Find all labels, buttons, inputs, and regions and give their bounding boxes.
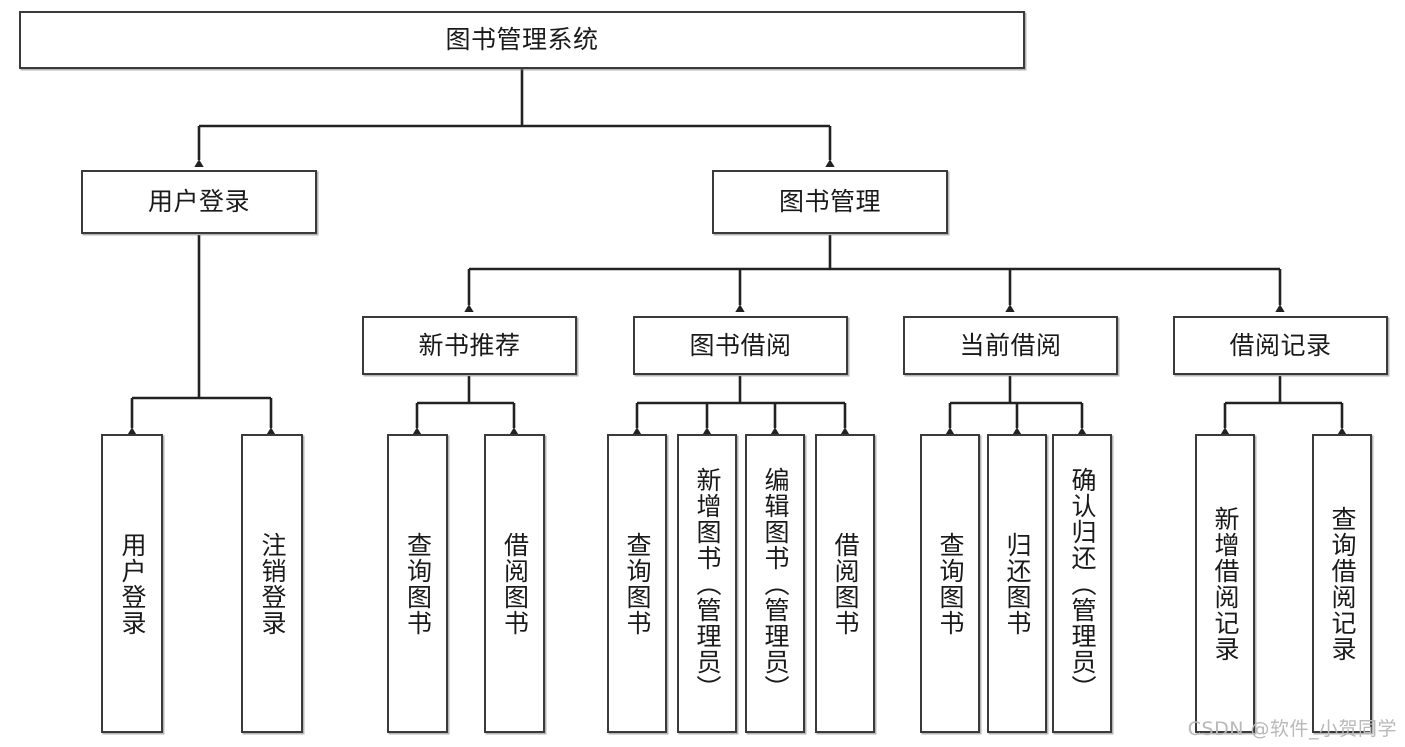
node-label: 查询图书 — [403, 531, 433, 636]
node-current-borrow[interactable]: 当前借阅 — [903, 316, 1118, 375]
leaf-query-book-borrow[interactable]: 查询图书 — [607, 434, 667, 733]
node-book-borrow[interactable]: 图书借阅 — [633, 316, 848, 375]
node-root-book-management-system[interactable]: 图书管理系统 — [19, 11, 1025, 69]
node-label: 当前借阅 — [959, 330, 1062, 360]
leaf-add-borrow-record[interactable]: 新增借阅记录 — [1195, 434, 1255, 733]
leaf-logout-login[interactable]: 注销登录 — [241, 434, 303, 733]
node-new-book-recommend[interactable]: 新书推荐 — [362, 316, 577, 375]
leaf-return-book[interactable]: 归还图书 — [987, 434, 1047, 733]
node-label: 图书管理 — [778, 187, 881, 217]
leaf-borrow-book-new-recommend[interactable]: 借阅图书 — [484, 434, 545, 733]
leaf-confirm-return-admin[interactable]: 确认归还（管理员） — [1052, 434, 1112, 733]
node-label: 图书管理系统 — [445, 25, 599, 55]
leaf-query-book-current[interactable]: 查询图书 — [920, 434, 980, 733]
node-book-manage[interactable]: 图书管理 — [712, 170, 948, 234]
node-label: 查询图书 — [936, 531, 965, 636]
edges-userlogin-to-leaves — [127, 235, 276, 436]
leaf-edit-book-admin[interactable]: 编辑图书（管理员） — [745, 434, 805, 733]
node-label: 编辑图书（管理员） — [761, 466, 790, 701]
edges-newbook-to-leaves — [412, 376, 519, 436]
node-label: 借阅记录 — [1229, 330, 1332, 360]
node-label: 新书推荐 — [418, 330, 521, 360]
node-label: 借阅图书 — [500, 531, 530, 636]
node-label: 用户登录 — [147, 187, 250, 217]
edges-bookborrow-to-leaves — [632, 376, 850, 436]
edges-borrowrecord-to-leaves — [1220, 376, 1347, 436]
edges-currentborrow-to-leaves — [945, 376, 1087, 436]
node-label: 新增图书（管理员） — [693, 466, 722, 701]
node-user-login[interactable]: 用户登录 — [81, 170, 317, 234]
edges-bookmanage-to-level3 — [464, 235, 1285, 313]
node-label: 查询图书 — [623, 531, 652, 636]
leaf-add-book-admin[interactable]: 新增图书（管理员） — [677, 434, 737, 733]
node-borrow-record[interactable]: 借阅记录 — [1173, 316, 1388, 375]
edges-root-to-level2 — [194, 69, 835, 168]
leaf-query-book-new-recommend[interactable]: 查询图书 — [387, 434, 448, 733]
node-label: 确认归还（管理员） — [1068, 466, 1097, 701]
leaf-user-login[interactable]: 用户登录 — [101, 434, 163, 733]
node-label: 用户登录 — [118, 531, 147, 636]
leaf-query-borrow-record[interactable]: 查询借阅记录 — [1312, 434, 1372, 733]
leaf-borrow-book-borrow[interactable]: 借阅图书 — [815, 434, 875, 733]
node-label: 图书借阅 — [689, 330, 792, 360]
node-label: 注销登录 — [258, 531, 287, 636]
node-label: 借阅图书 — [831, 531, 860, 636]
node-label: 查询借阅记录 — [1328, 505, 1357, 662]
node-label: 归还图书 — [1003, 531, 1032, 636]
node-label: 新增借阅记录 — [1211, 505, 1240, 662]
